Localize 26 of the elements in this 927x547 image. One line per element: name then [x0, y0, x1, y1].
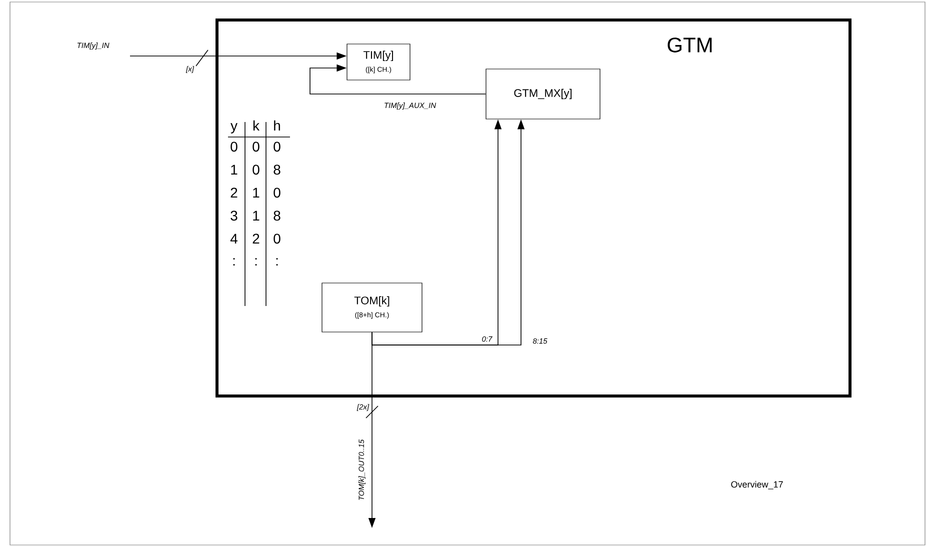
table-cell: 3 — [230, 210, 238, 221]
table-cell: k — [253, 120, 260, 130]
table-cell: : — [255, 258, 257, 266]
table-cell: 1 — [253, 210, 260, 220]
table-cell: 8 — [274, 164, 280, 175]
figure-id: Overview_17 — [731, 480, 783, 490]
block-box: GTM_MX[y] — [486, 68, 600, 120]
table-cell: 1 — [253, 188, 260, 198]
table-cell: 0 — [252, 142, 260, 152]
table-cell: 8 — [274, 210, 280, 221]
table-cell: y — [230, 123, 238, 134]
table-cell: 4 — [230, 234, 238, 244]
table-cell: 0 — [274, 142, 280, 152]
table-cell: h — [274, 120, 280, 130]
table-cell: 0 — [230, 142, 238, 152]
table-cell: 0 — [274, 234, 280, 244]
table-cell: 0 — [274, 188, 280, 198]
table-cell: 1 — [231, 164, 238, 174]
table-cell: 2 — [252, 234, 260, 244]
table-cell: 0 — [252, 164, 260, 175]
table-cell: : — [276, 258, 278, 266]
table-cell: 2 — [230, 188, 238, 198]
table-cell: : — [233, 258, 235, 266]
block-frame — [216, 18, 852, 398]
arrow — [310, 64, 486, 94]
block-title: GTM — [668, 38, 712, 52]
